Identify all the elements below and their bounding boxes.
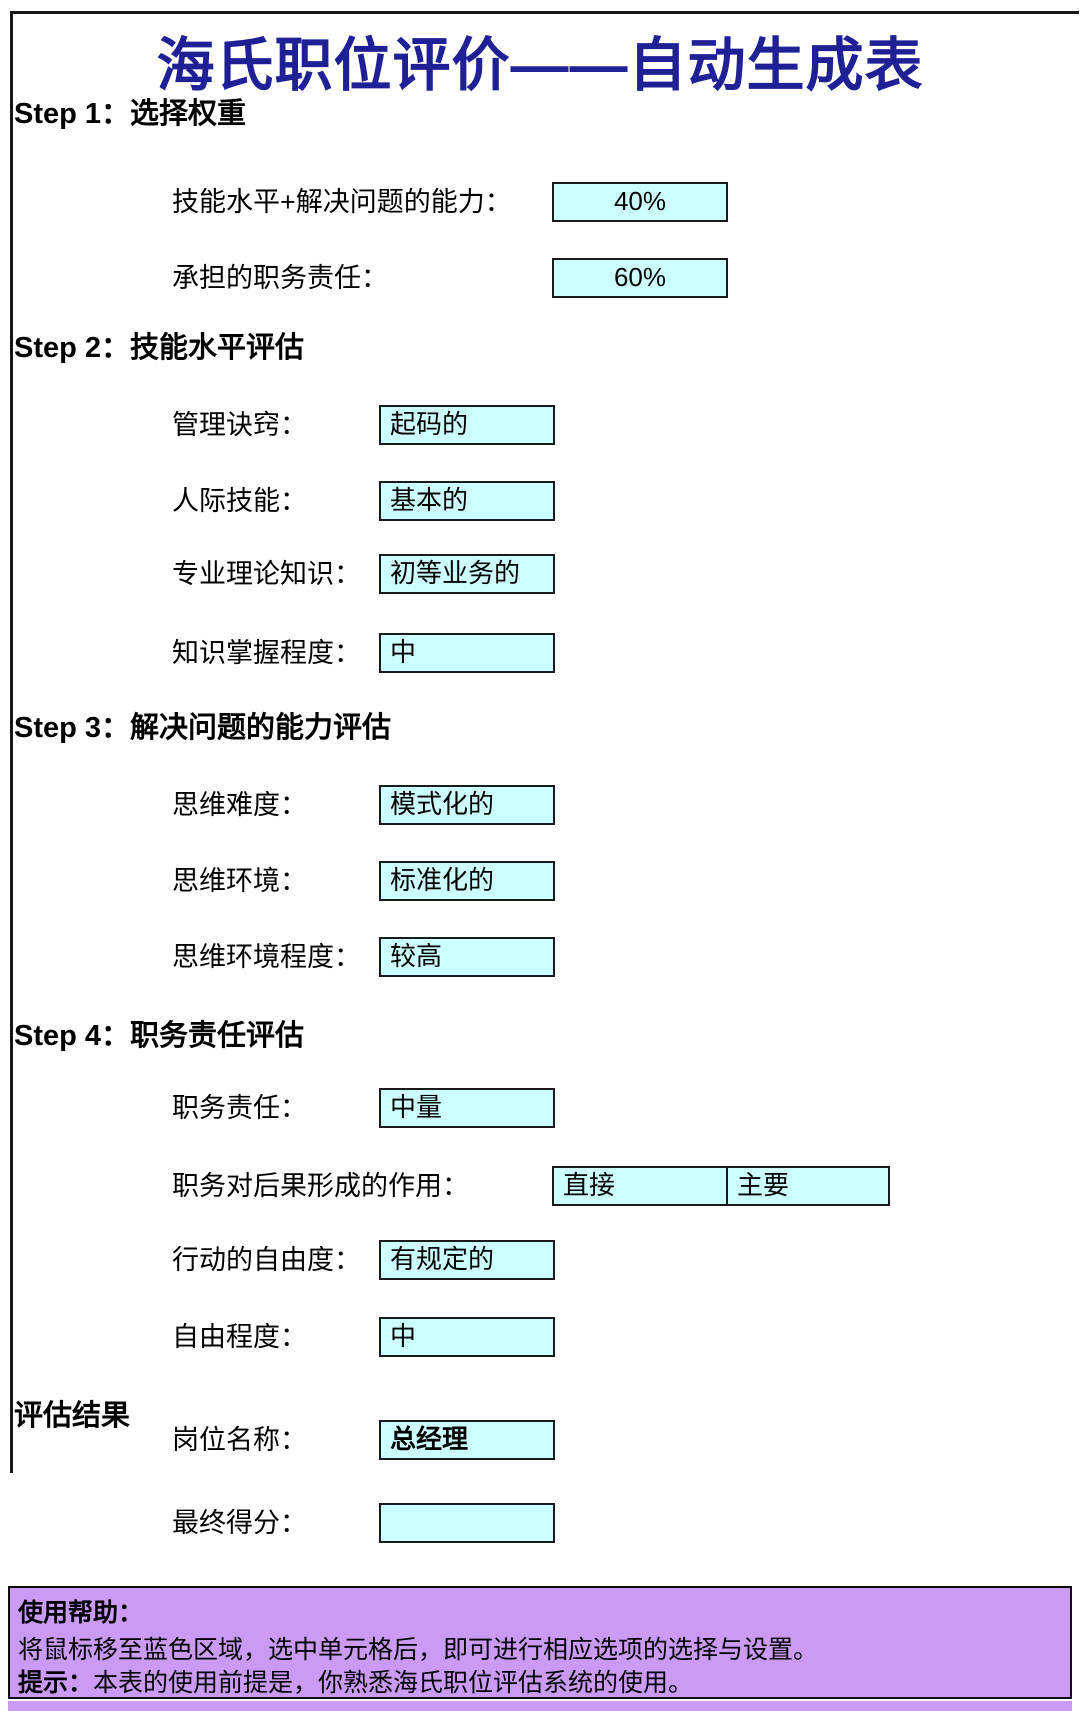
step-3-heading: Step 3：解决问题的能力评估 [14,712,392,744]
position-name-label: 岗位名称： [172,1425,307,1455]
help-heading: 使用帮助： [18,1599,144,1627]
final-score-cell[interactable] [379,1503,555,1543]
knowledge-mastery-label: 知识掌握程度： [172,638,361,668]
help-tip-line: 提示：本表的使用前提是，你熟悉海氏职位评估系统的使用。 [18,1668,693,1698]
thinking-environment-label: 思维环境： [172,866,307,896]
interpersonal-skill-label: 人际技能： [172,486,307,516]
job-responsibility-cell[interactable]: 中量 [379,1088,555,1128]
professional-knowledge-label: 专业理论知识： [172,559,361,589]
page-title: 海氏职位评价——自动生成表 [156,33,924,98]
step-2-heading: Step 2：技能水平评估 [14,332,305,364]
weight-skill-cell[interactable]: 40% [552,182,728,222]
thinking-environment-cell[interactable]: 标准化的 [379,861,555,901]
freedom-of-action-label: 行动的自由度： [172,1245,361,1275]
weight-duty-label: 承担的职务责任： [172,263,388,293]
freedom-degree-cell[interactable]: 中 [379,1317,555,1357]
step-1-heading: Step 1：选择权重 [14,98,247,130]
impact-on-results-cell-2[interactable]: 主要 [726,1166,890,1206]
position-name-cell[interactable]: 总经理 [379,1420,555,1460]
knowledge-mastery-cell[interactable]: 中 [379,633,555,673]
job-responsibility-label: 职务责任： [172,1093,307,1123]
help-tip-label: 提示： [18,1669,94,1697]
results-heading: 评估结果 [14,1400,131,1432]
impact-on-results-label: 职务对后果形成的作用： [172,1171,469,1201]
management-knowhow-cell[interactable]: 起码的 [379,405,555,445]
interpersonal-skill-cell[interactable]: 基本的 [379,481,555,521]
weight-duty-cell[interactable]: 60% [552,258,728,298]
thinking-difficulty-label: 思维难度： [172,790,307,820]
management-knowhow-label: 管理诀窍： [172,410,307,440]
help-panel: 使用帮助： 将鼠标移至蓝色区域，选中单元格后，即可进行相应选项的选择与设置。 提… [8,1586,1072,1699]
thinking-environment-degree-cell[interactable]: 较高 [379,937,555,977]
thinking-difficulty-cell[interactable]: 模式化的 [379,785,555,825]
freedom-of-action-cell[interactable]: 有规定的 [379,1240,555,1280]
weight-skill-label: 技能水平+解决问题的能力： [172,187,512,217]
thinking-environment-degree-label: 思维环境程度： [172,942,361,972]
help-instruction: 将鼠标移至蓝色区域，选中单元格后，即可进行相应选项的选择与设置。 [18,1636,819,1664]
sheet-border [10,11,1079,1473]
impact-on-results-cell-1[interactable]: 直接 [552,1166,728,1206]
freedom-degree-label: 自由程度： [172,1322,307,1352]
help-panel-overflow-strip [8,1701,1072,1711]
step-4-heading: Step 4：职务责任评估 [14,1020,305,1052]
help-tip-text: 本表的使用前提是，你熟悉海氏职位评估系统的使用。 [93,1669,694,1697]
final-score-label: 最终得分： [172,1508,307,1538]
professional-knowledge-cell[interactable]: 初等业务的 [379,554,555,594]
